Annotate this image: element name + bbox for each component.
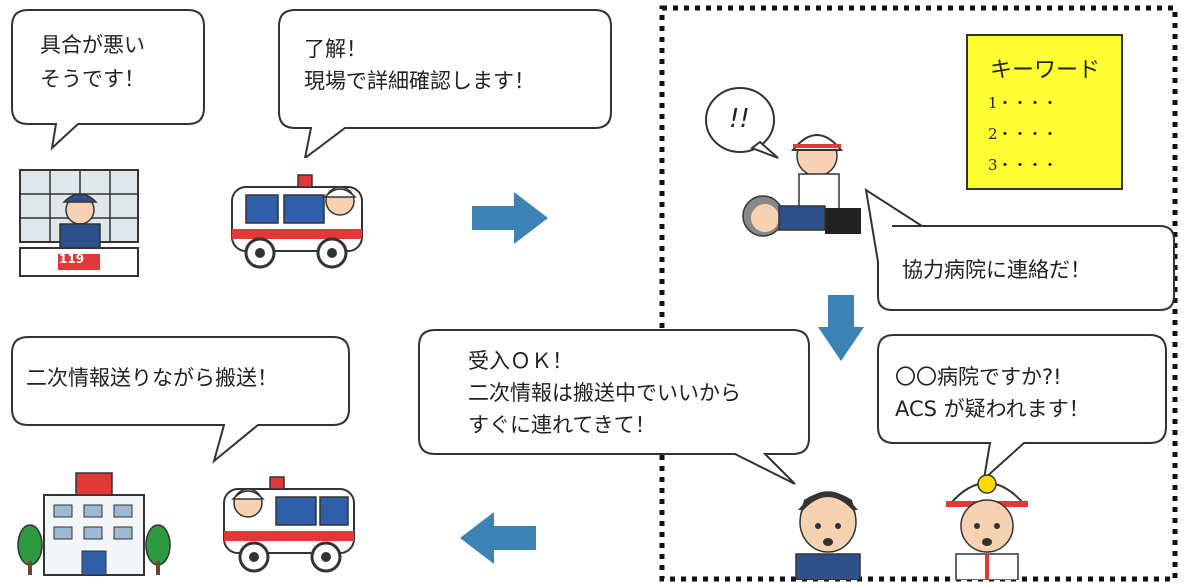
paramedic-icon — [946, 474, 1028, 580]
caller-line-2: そうです！ — [40, 67, 145, 91]
keyword-box — [966, 34, 1123, 190]
bubble-surprise — [705, 87, 779, 159]
doctor-icon — [795, 491, 861, 580]
surprise-text: !! — [729, 104, 750, 134]
paramedic-call-line-1: 〇〇病院ですか?! — [895, 365, 1062, 389]
bubble-paramedic-call — [877, 334, 1167, 482]
dotted-frame — [659, 5, 1178, 582]
ambulance-icon — [231, 174, 363, 269]
arrow-right — [472, 192, 548, 244]
bubble-hospital-reply — [418, 329, 810, 485]
transport-text: 二次情報送りながら搬送！ — [26, 366, 278, 390]
bubble-contact-hospital — [864, 187, 1175, 311]
bubble-ambulance-ack — [278, 9, 612, 158]
arrow-left — [460, 512, 536, 564]
ack-line-2: 現場で詳細確認します！ — [304, 69, 535, 93]
hospital-icon — [17, 472, 171, 576]
ack-line-1: 了解！ — [304, 37, 367, 61]
bubble-caller — [11, 9, 205, 151]
keyword-item-1: 1・・・・ — [988, 94, 1058, 112]
bubble-transport — [11, 336, 350, 464]
keyword-item-2: 2・・・・ — [988, 125, 1058, 143]
hospital-reply-line-3: すぐに連れてきて！ — [468, 413, 656, 437]
hospital-reply-line-1: 受入ＯＫ！ — [468, 349, 573, 373]
paramedic-cpr-icon — [742, 134, 861, 237]
dispatch-sign-text: 119 — [59, 252, 85, 266]
paramedic-call-line-2: ACS が疑われます！ — [895, 397, 1090, 421]
keyword-item-3: 3・・・・ — [988, 156, 1058, 174]
dispatcher-icon — [19, 169, 139, 277]
hospital-reply-line-2: 二次情報は搬送中でいいから — [468, 381, 741, 405]
contact-hospital-text: 協力病院に連絡だ！ — [902, 258, 1091, 282]
caller-line-1: 具合が悪い — [40, 33, 145, 57]
keyword-title: キーワード — [990, 58, 1101, 83]
arrow-down — [818, 295, 864, 361]
ambulance-bottom-icon — [223, 476, 355, 573]
